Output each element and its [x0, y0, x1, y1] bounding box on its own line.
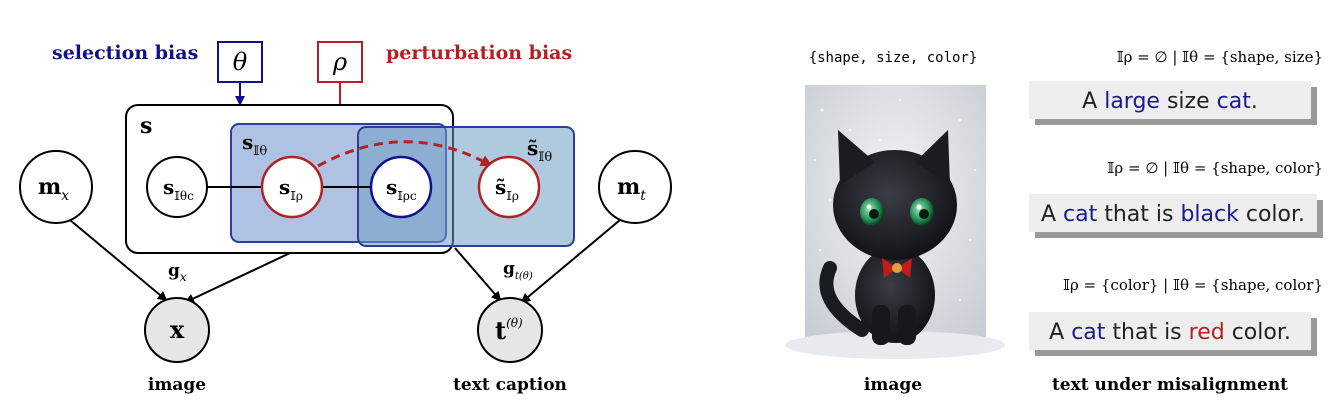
svg-text:mt: mt	[617, 174, 646, 204]
caption-3-part: color.	[1225, 320, 1291, 345]
edge-mt-to-t	[520, 219, 621, 304]
selection-bias-label: selection bias	[52, 42, 198, 64]
edge-s-to-t	[454, 247, 502, 302]
svg-text:mx: mx	[38, 174, 69, 204]
node-m-t	[598, 150, 672, 224]
caption-text-left: text caption	[453, 375, 567, 395]
cat-image	[785, 85, 1005, 359]
perturbation-arc	[317, 140, 493, 168]
condition-2: 𝕀ρ = ∅ | 𝕀θ = {shape, color}	[1107, 159, 1323, 177]
caption-image-right: image	[864, 375, 922, 395]
svg-text:s𝕀ρ: s𝕀ρ	[279, 175, 303, 203]
examples-panel: {shape, size, color}	[785, 48, 1323, 395]
edge-s-to-x	[184, 252, 291, 304]
caption-2-part: color.	[1239, 202, 1305, 227]
caption-2-part: that is	[1097, 202, 1180, 227]
set-s-label: s	[140, 113, 152, 139]
caption-1-part: large	[1104, 89, 1160, 114]
rho-symbol: ρ	[332, 48, 347, 76]
example-row-1: 𝕀ρ = ∅ | 𝕀θ = {shape, size} A large size…	[1029, 48, 1323, 125]
caption-1-part: .	[1251, 89, 1258, 114]
red-bow	[882, 258, 912, 278]
edge-label-g-x: gx	[168, 261, 187, 284]
s-theta-box-label: s𝕀θ	[242, 130, 267, 159]
caption-1: A large size cat.	[1082, 89, 1258, 114]
caption-3-part: A	[1049, 320, 1071, 345]
edge-label-g-t: gt(θ)	[503, 259, 533, 282]
node-t-label: t(θ)	[495, 316, 523, 345]
node-s-rho	[260, 155, 324, 219]
attribute-set-header: {shape, size, color}	[809, 50, 978, 66]
svg-text:s𝕀θc: s𝕀θc	[163, 175, 194, 203]
caption-3: A cat that is red color.	[1049, 320, 1291, 345]
causal-diagram: selection bias perturbation bias θ ρ s s…	[19, 41, 672, 395]
example-row-3: 𝕀ρ = {color} | 𝕀θ = {shape, color} A cat…	[1029, 276, 1323, 356]
node-x	[144, 297, 210, 363]
node-t	[477, 297, 543, 363]
caption-3-part: that is	[1105, 320, 1188, 345]
tilde-s-theta-box-label: s̃𝕀θ	[527, 136, 552, 165]
node-s-rho-complement	[369, 155, 433, 219]
caption-image-left: image	[148, 375, 206, 395]
theta-symbol: θ	[233, 48, 248, 76]
caption-2-part: black	[1180, 202, 1239, 227]
node-s-theta-complement	[146, 156, 208, 218]
svg-text:s𝕀ρc: s𝕀ρc	[386, 175, 417, 203]
example-row-2: 𝕀ρ = ∅ | 𝕀θ = {shape, color} A cat that …	[1029, 159, 1323, 238]
node-tilde-s-rho	[477, 155, 541, 219]
caption-2-part: A	[1041, 202, 1063, 227]
condition-1: 𝕀ρ = ∅ | 𝕀θ = {shape, size}	[1117, 48, 1323, 66]
caption-1-part: cat	[1217, 89, 1252, 114]
caption-1-part: A	[1082, 89, 1104, 114]
caption-2: A cat that is black color.	[1041, 202, 1305, 227]
condition-3: 𝕀ρ = {color} | 𝕀θ = {shape, color}	[1063, 276, 1323, 294]
perturbation-bias-label: perturbation bias	[386, 42, 572, 64]
caption-3-part: cat	[1071, 320, 1106, 345]
svg-text:s̃𝕀ρ: s̃𝕀ρ	[495, 175, 519, 203]
edge-mx-to-x	[69, 219, 168, 302]
caption-text-right: text under misalignment	[1052, 375, 1288, 395]
caption-2-part: cat	[1063, 202, 1098, 227]
node-x-label: x	[170, 315, 185, 344]
node-m-x	[19, 150, 93, 224]
rho-box	[317, 41, 363, 83]
caption-3-part: red	[1189, 320, 1225, 345]
caption-1-part: size	[1160, 89, 1217, 114]
